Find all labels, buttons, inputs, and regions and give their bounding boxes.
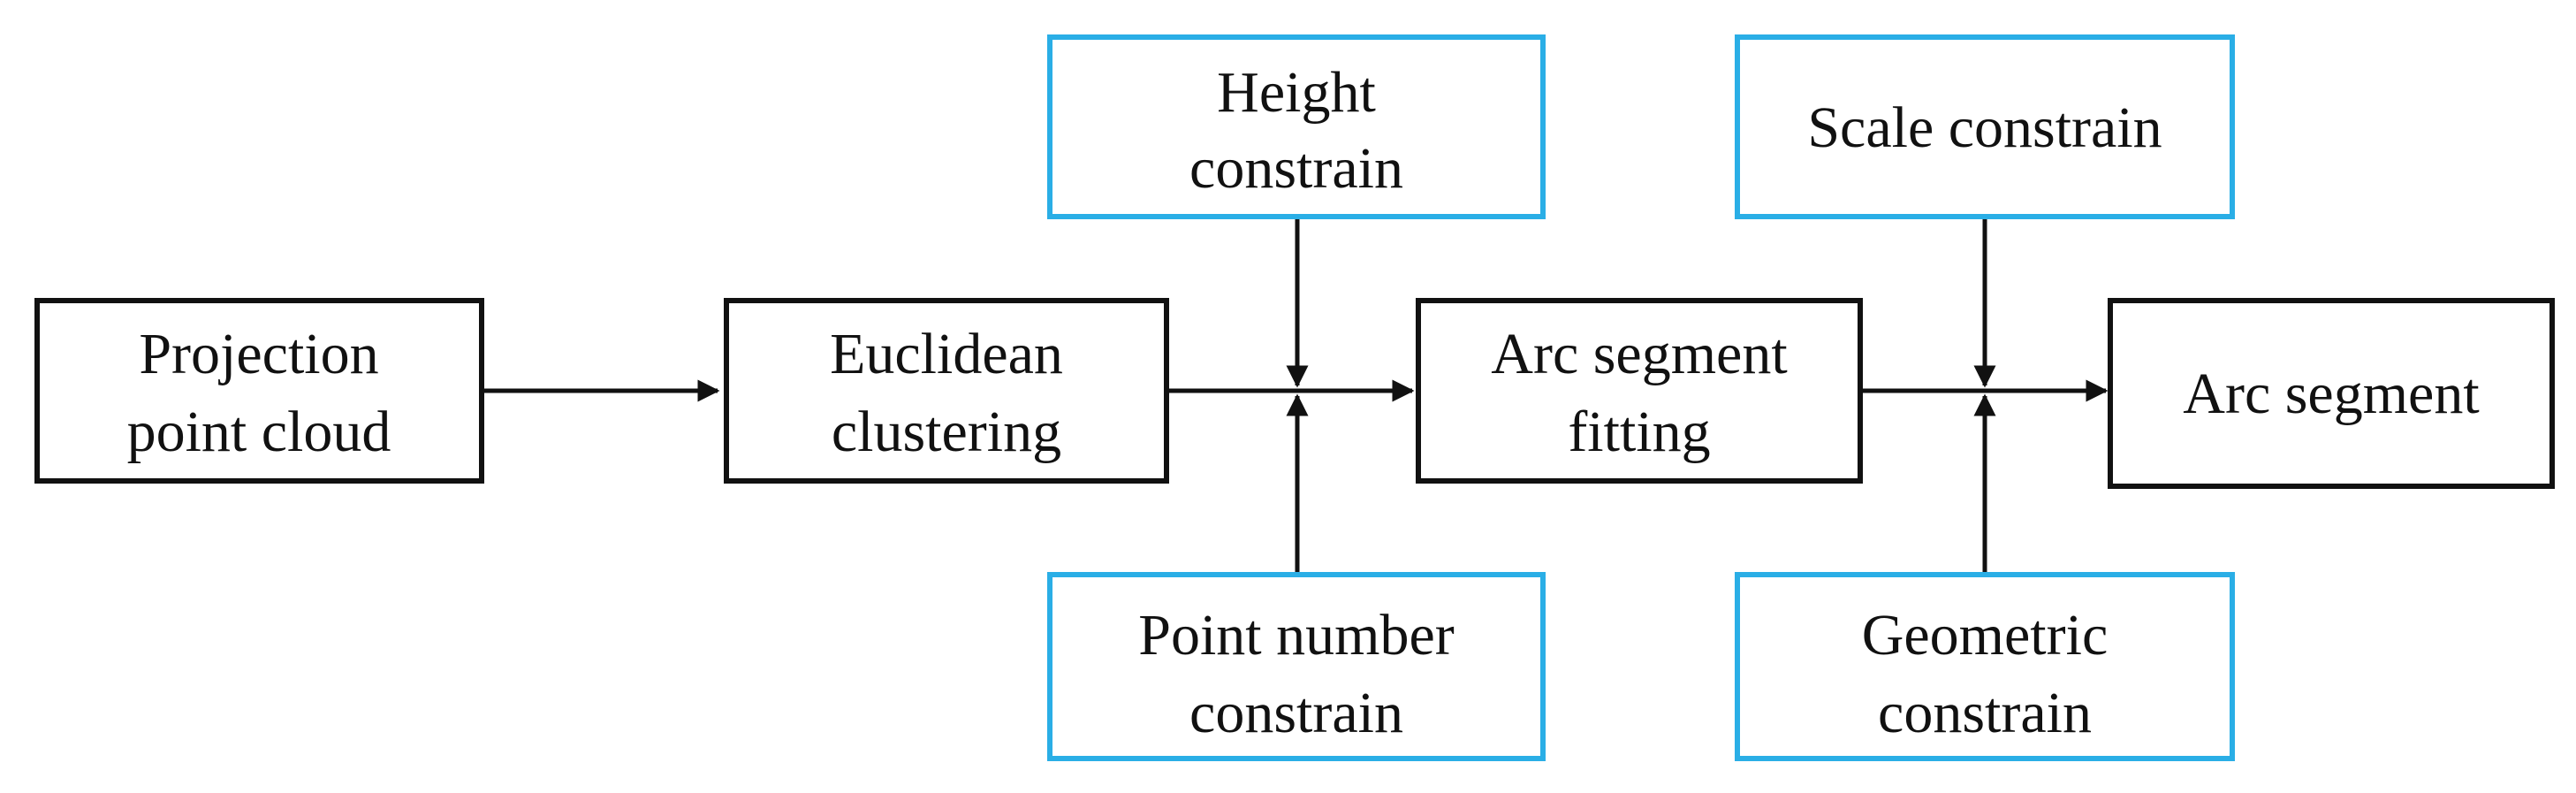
- node-label-line: clustering: [832, 400, 1061, 464]
- node-arc-segment: Arc segment: [2108, 298, 2555, 489]
- node-label-line: Scale constrain: [1807, 95, 2162, 160]
- node-label-line: Arc segment: [1491, 322, 1787, 386]
- node-arc-segment-fitting: Arc segment fitting: [1416, 298, 1863, 484]
- node-projection-point-cloud: Projection point cloud: [34, 298, 484, 484]
- node-euclidean-clustering: Euclidean clustering: [724, 298, 1169, 484]
- node-label-line: Projection: [139, 322, 378, 386]
- node-label-line: Height: [1217, 60, 1376, 125]
- node-label-line: fitting: [1568, 400, 1710, 464]
- node-label-line: Geometric: [1862, 603, 2109, 667]
- node-label-line: point cloud: [127, 400, 391, 464]
- node-label-line: constrain: [1189, 681, 1403, 745]
- node-label-line: Arc segment: [2183, 362, 2479, 426]
- node-geometric-constrain: Geometric constrain: [1735, 572, 2235, 761]
- node-label-line: constrain: [1878, 681, 2092, 745]
- node-scale-constrain: Scale constrain: [1735, 34, 2235, 219]
- node-label-line: constrain: [1189, 136, 1403, 201]
- node-label-line: Euclidean: [830, 322, 1063, 386]
- node-point-number-constrain: Point number constrain: [1047, 572, 1546, 761]
- node-label-line: Point number: [1138, 603, 1455, 667]
- node-height-constrain: Height constrain: [1047, 34, 1546, 219]
